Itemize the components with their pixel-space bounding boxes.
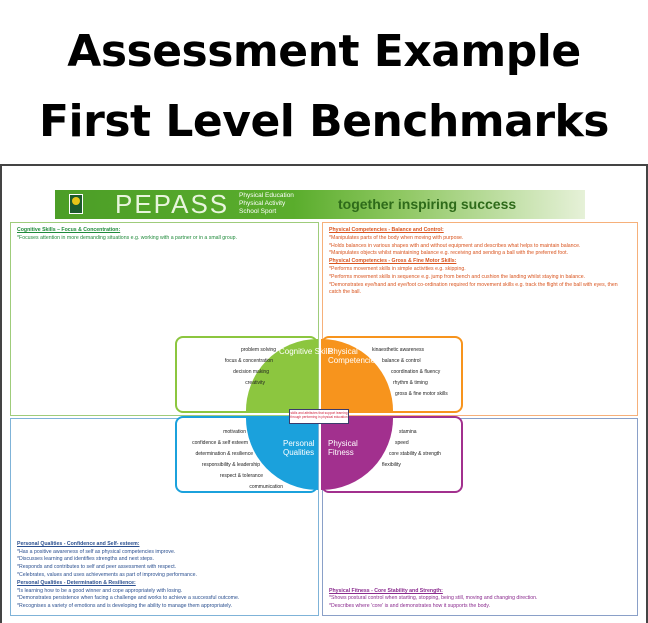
fitness-heading: Physical Fitness - Core Stability and St… [329,587,443,594]
physical-fitness-box: Physical Fitness - Core Stability and St… [322,418,638,616]
banner-sub-line: Physical Education [239,192,294,199]
fitness-segment [321,416,394,490]
diagram-label: decision making [233,369,269,375]
diagram-label: confidence & self esteem [192,440,248,446]
document-frame [0,164,648,623]
banner-sub-line: Physical Activity [239,200,286,207]
competencies-segment [321,339,394,413]
diagram-label: flexibility [382,462,401,468]
fitness-title: Physical Fitness [328,439,358,457]
cognitive-title: Cognitive Skills [279,347,334,356]
benchmark-item: *Focuses attention in more demanding sit… [17,234,238,241]
benchmark-item: *Shows postural control when starting, s… [329,595,538,602]
cognitive-heading: Cognitive Skills – Focus & Concentration… [17,227,121,233]
benchmark-item: *Holds balances in various shapes with a… [329,242,581,249]
benchmark-item: *Performs movement skills in simple acti… [329,265,466,272]
diagram-label: problem solving [240,347,276,353]
benchmark-item: *Discusses learning and identifies stren… [17,556,154,563]
personal-qualities-box: Personal Qualities - Confidence and Self… [10,418,319,616]
diagram-label: balance & control [382,358,421,364]
diagram-label: stamina [399,429,417,435]
wheel-circle [245,339,394,490]
cognitive-segment [245,339,318,413]
benchmark-item: *Describes where 'core' is and demonstra… [329,603,491,610]
benchmark-item: *Has a positive awareness of self as phy… [17,548,176,555]
qualities-heading-2: Personal Qualities - Determination & Res… [17,579,136,586]
benchmark-item: *Performs movement skills in sequence e.… [329,273,586,280]
banner-tagline: together inspiring success [338,196,517,212]
benchmark-item: *Responds and contributes to self and pe… [17,564,177,571]
skills-wheel-diagram: Cognitive Skills Physical Competencies P… [175,336,463,493]
pepass-banner: PEPASS Physical Education Physical Activ… [55,190,585,219]
diagram-label: speed [395,440,409,446]
benchmark-item: *Celebrates, values and uses achievement… [17,572,197,579]
competencies-heading-2: Physical Competencies - Gross & Fine Mot… [329,258,457,265]
diagram-label: core stability & strength [389,451,441,457]
diagram-label: creativity [245,380,265,386]
diagram-label: rhythm & timing [393,380,428,386]
qualities-title: Personal Qualities [283,439,315,457]
benchmark-item: *Recognises a variety of emotions and is… [17,603,233,610]
diagram-label: focus & concentration [224,358,273,364]
crest-logo-icon [69,194,83,214]
slide-title-line2: First Level Benchmarks [39,96,609,147]
benchmark-item: *Manipulates objects whilst maintaining … [329,250,569,257]
physical-competencies-box: Physical Competencies - Balance and Cont… [322,222,638,416]
qualities-segment [245,416,318,490]
diagram-label: kinaesthetic awareness [372,347,424,353]
banner-subtitle: Physical Education Physical Activity Sch… [239,192,294,216]
diagram-label: coordination & fluency [391,369,441,375]
slide-title-line1: Assessment Example [67,26,581,77]
competencies-title: Physical Competencies [328,347,380,365]
diagram-label: respect & tolerance [219,473,263,479]
benchmark-item: *Manipulates parts of the body when movi… [329,234,464,241]
diagram-label: gross & fine motor skills [395,391,448,397]
competencies-heading-1: Physical Competencies - Balance and Cont… [329,227,444,233]
diagram-label: determination & resilience [195,451,253,457]
qualities-heading-1: Personal Qualities - Confidence and Self… [17,540,140,547]
benchmark-item: *Demonstrates eye/hand and eye/foot co-o… [329,281,618,296]
cognitive-skills-box: Cognitive Skills – Focus & Concentration… [10,222,319,416]
diagram-label: motivation [223,429,246,435]
benchmark-item: *Is learning how to be a good winner and… [17,587,183,594]
diagram-label: communication [249,484,283,490]
benchmark-item: *Demonstrates persistence when facing a … [17,595,240,602]
banner-sub-line: School Sport [239,208,277,215]
diagram-label: responsibility & leadership [201,462,260,468]
diagram-center-label: skills and attributes that support learn… [289,409,349,424]
banner-brand: PEPASS [115,190,230,219]
